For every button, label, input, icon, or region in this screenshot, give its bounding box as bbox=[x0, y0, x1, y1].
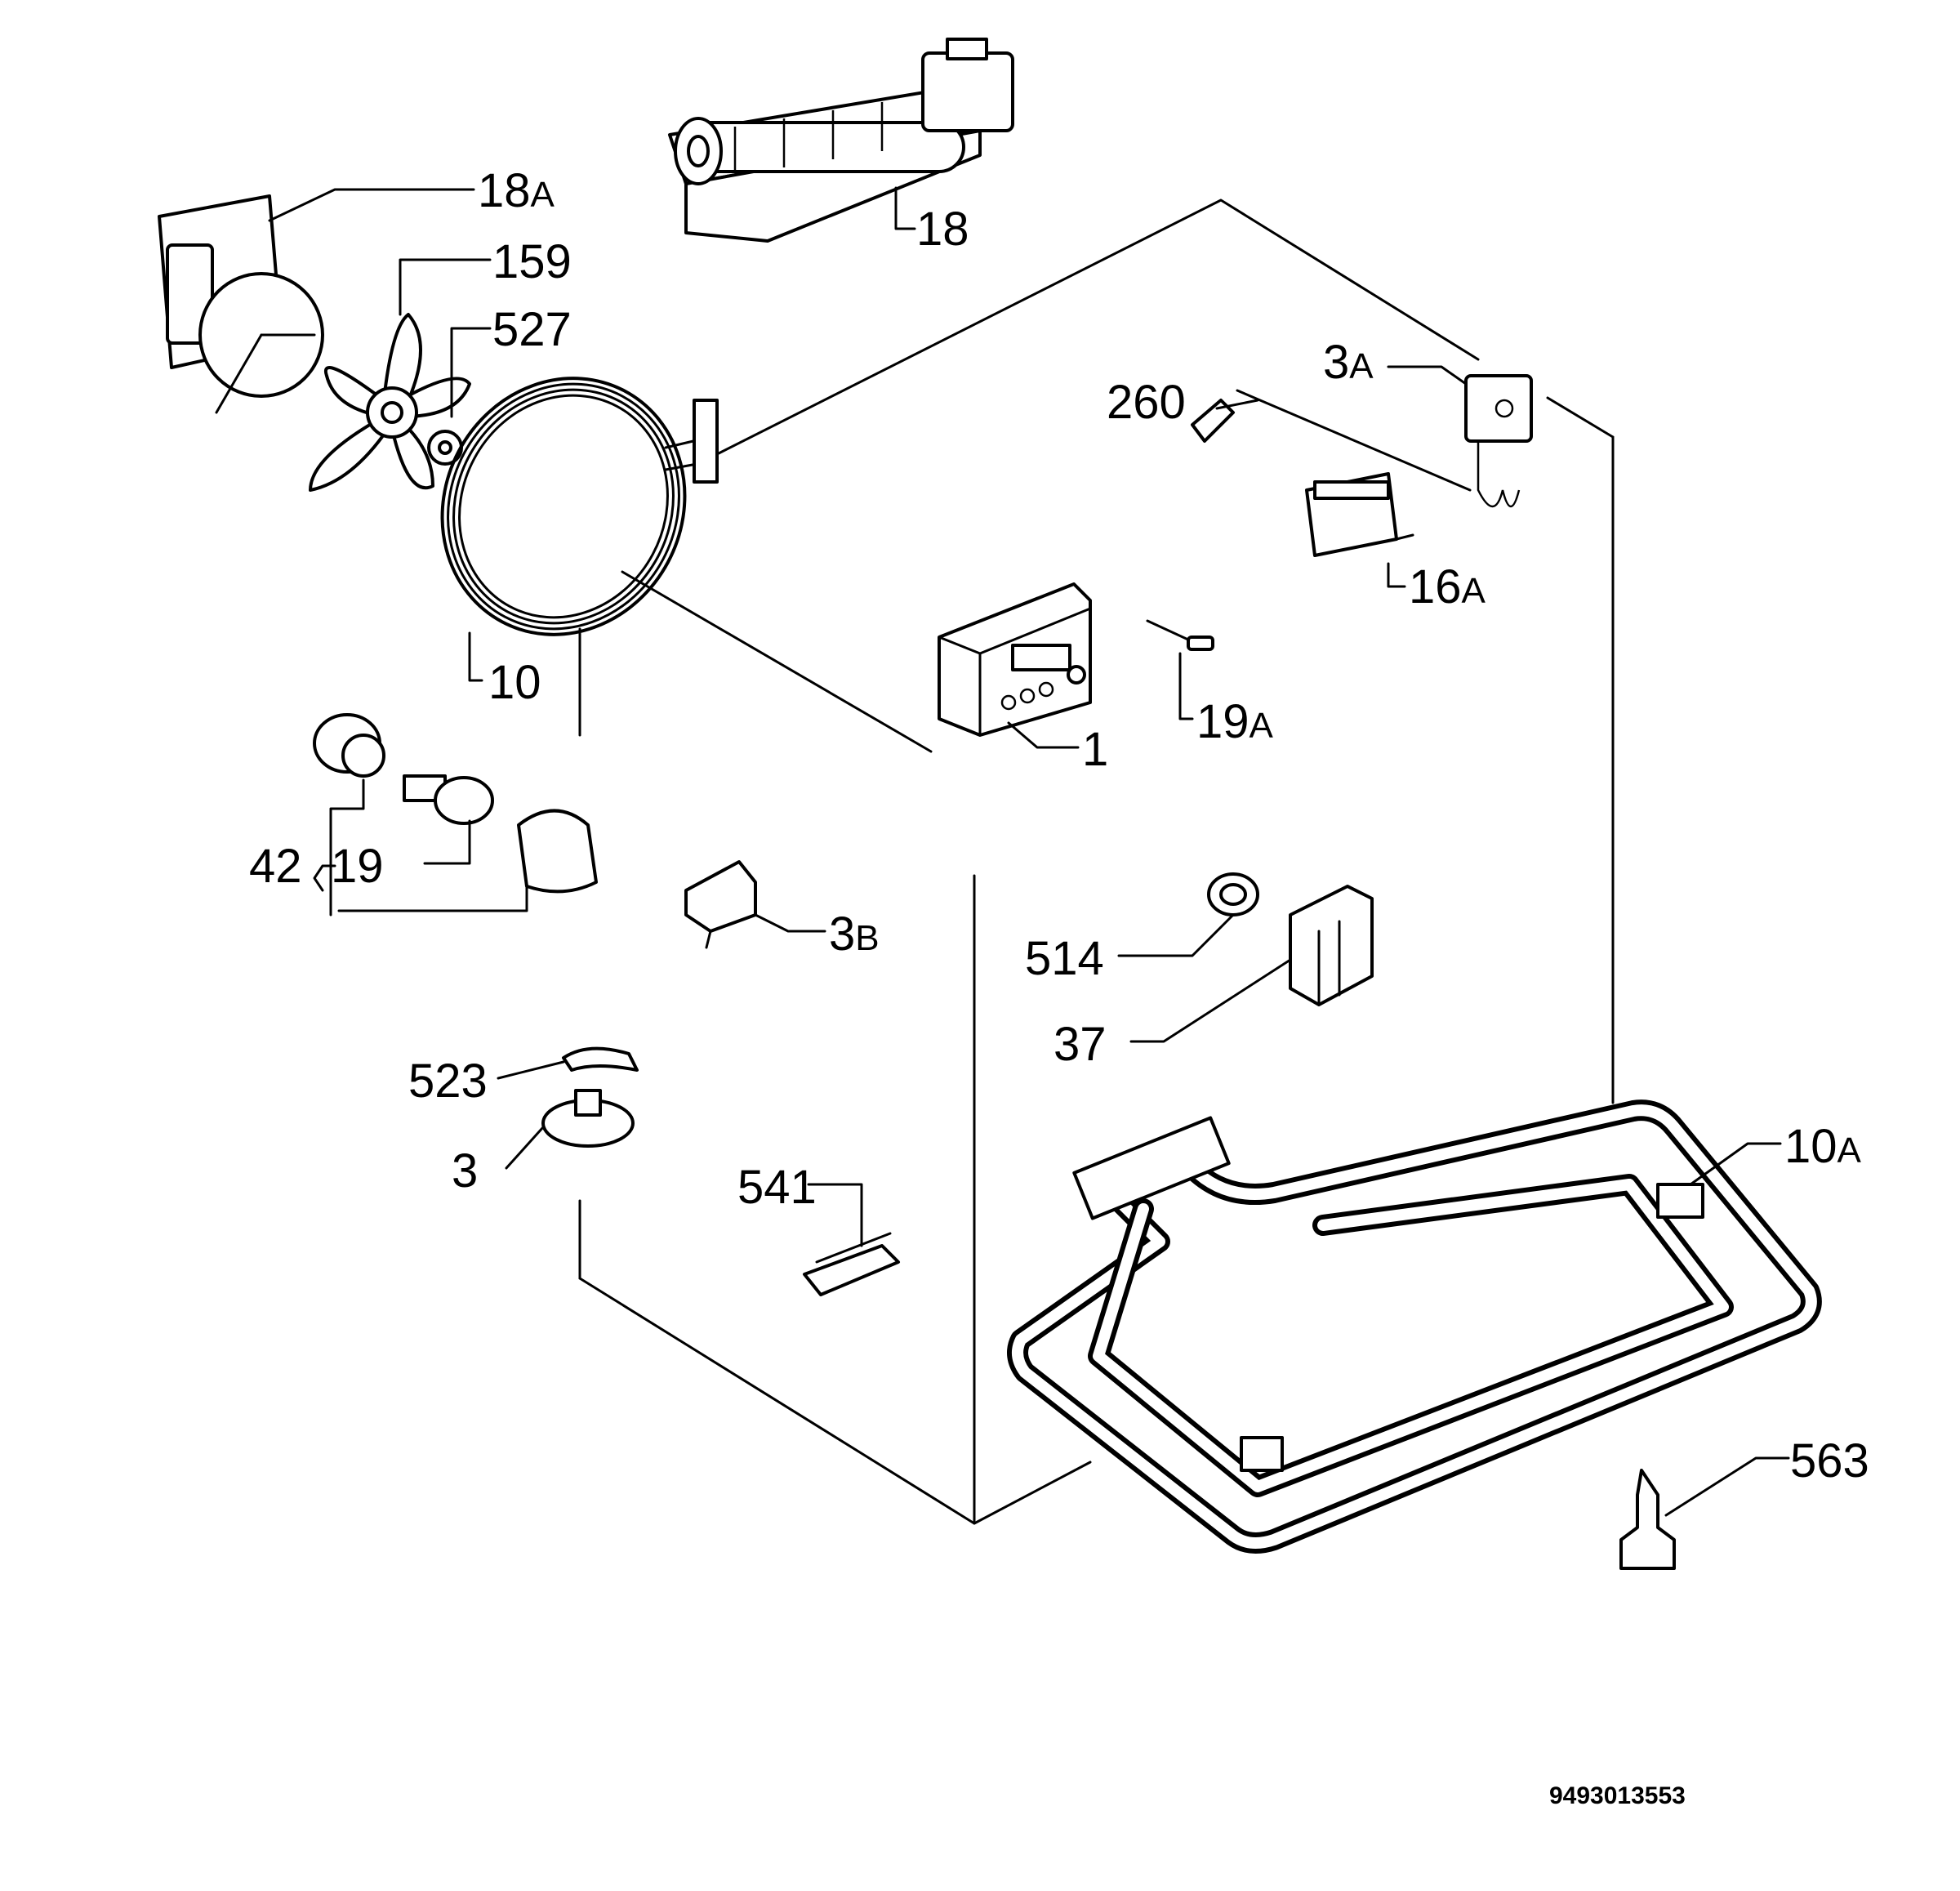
label-18: 18 bbox=[916, 203, 969, 256]
label-523: 523 bbox=[408, 1055, 488, 1108]
fan-motor-part bbox=[158, 188, 475, 414]
oven-cabinet-outline bbox=[578, 198, 1615, 1525]
connector-part bbox=[803, 1183, 900, 1296]
label-19: 19 bbox=[331, 840, 384, 893]
label-3: 3 bbox=[452, 1144, 478, 1197]
electronic-timer-part bbox=[938, 582, 1092, 749]
circular-heating-element-part bbox=[440, 377, 719, 682]
label-159: 159 bbox=[492, 235, 572, 288]
selector-switch-part bbox=[1305, 472, 1414, 588]
label-42: 42 bbox=[249, 840, 302, 893]
thermal-cutout-part bbox=[505, 1089, 635, 1170]
label-563: 563 bbox=[1790, 1434, 1869, 1487]
lamp-wire-part bbox=[1146, 619, 1214, 720]
fan-blade-part bbox=[309, 258, 492, 492]
drawing-code: 9493013553 bbox=[1549, 1782, 1686, 1809]
label-514: 514 bbox=[1025, 932, 1104, 985]
oven-lamp-assembly-part bbox=[313, 713, 598, 917]
label-3A: 3A bbox=[1323, 336, 1374, 389]
thermal-cutout-clip-part bbox=[497, 1046, 639, 1080]
label-541: 541 bbox=[737, 1161, 817, 1214]
lamp-socket-part bbox=[1117, 872, 1259, 957]
tangential-fan-part bbox=[668, 38, 1014, 243]
label-10: 10 bbox=[488, 656, 541, 709]
label-16A: 16A bbox=[1409, 560, 1486, 613]
label-1: 1 bbox=[1082, 723, 1108, 776]
label-3B: 3B bbox=[829, 908, 880, 961]
label-10A: 10A bbox=[1784, 1120, 1862, 1173]
grill-heating-element-part bbox=[1007, 1099, 1822, 1554]
label-18A: 18A bbox=[478, 164, 555, 217]
foot-part bbox=[1619, 1456, 1790, 1570]
label-37: 37 bbox=[1054, 1018, 1107, 1071]
safety-thermostat-part bbox=[684, 860, 826, 949]
sensor-clip-part bbox=[1191, 399, 1259, 443]
label-260: 260 bbox=[1107, 376, 1186, 429]
label-19A: 19A bbox=[1196, 695, 1274, 748]
terminal-block-part bbox=[1129, 885, 1374, 1043]
thermostat-part bbox=[1236, 365, 1533, 508]
label-527: 527 bbox=[492, 303, 572, 356]
